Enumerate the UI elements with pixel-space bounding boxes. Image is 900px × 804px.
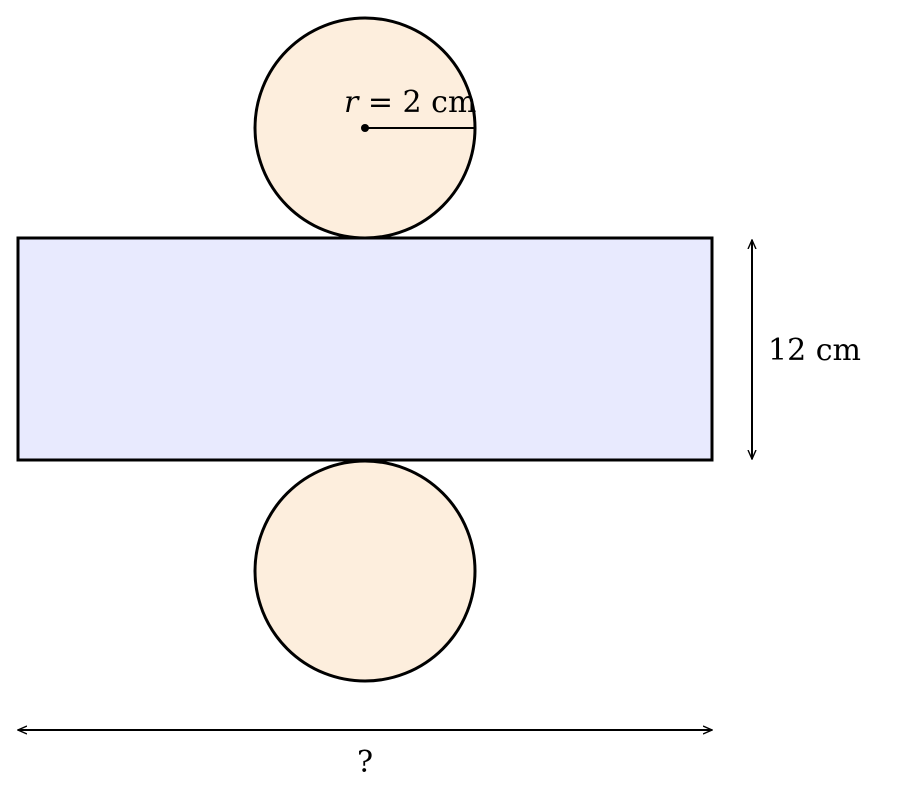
radius-label: r = 2 cm — [344, 85, 476, 120]
bottom-base-circle — [253, 459, 477, 683]
lateral-surface-rectangle — [16, 236, 714, 462]
width-label: ? — [357, 745, 373, 780]
height-label: 12 cm — [768, 333, 861, 368]
